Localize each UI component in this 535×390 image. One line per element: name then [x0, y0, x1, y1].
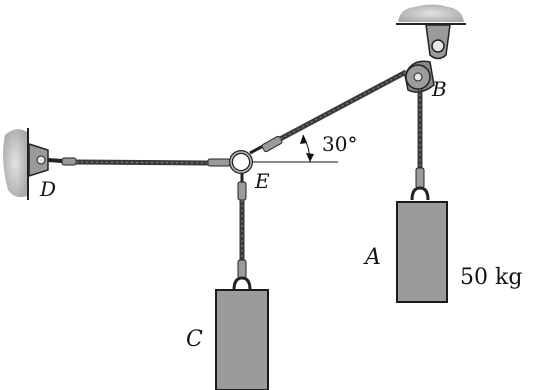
pulley-bracket	[425, 24, 451, 60]
block-a	[396, 201, 448, 303]
label-point-b: B	[431, 77, 447, 101]
label-mass-a: 50 kg	[460, 265, 522, 290]
angle-indicator	[252, 134, 338, 163]
label-point-a: A	[363, 245, 381, 270]
label-angle: 30°	[322, 132, 357, 156]
cable-eb	[249, 69, 408, 155]
pulley-b	[404, 60, 435, 93]
label-point-d: D	[39, 177, 56, 201]
label-point-c: C	[186, 327, 203, 352]
block-c	[215, 289, 269, 390]
cable-ba	[410, 89, 430, 201]
ceiling-support	[396, 4, 466, 25]
cable-de	[47, 157, 231, 167]
cable-ec	[232, 172, 252, 291]
wall-support	[3, 128, 49, 200]
label-point-e: E	[254, 169, 270, 193]
ring-e	[229, 150, 253, 174]
